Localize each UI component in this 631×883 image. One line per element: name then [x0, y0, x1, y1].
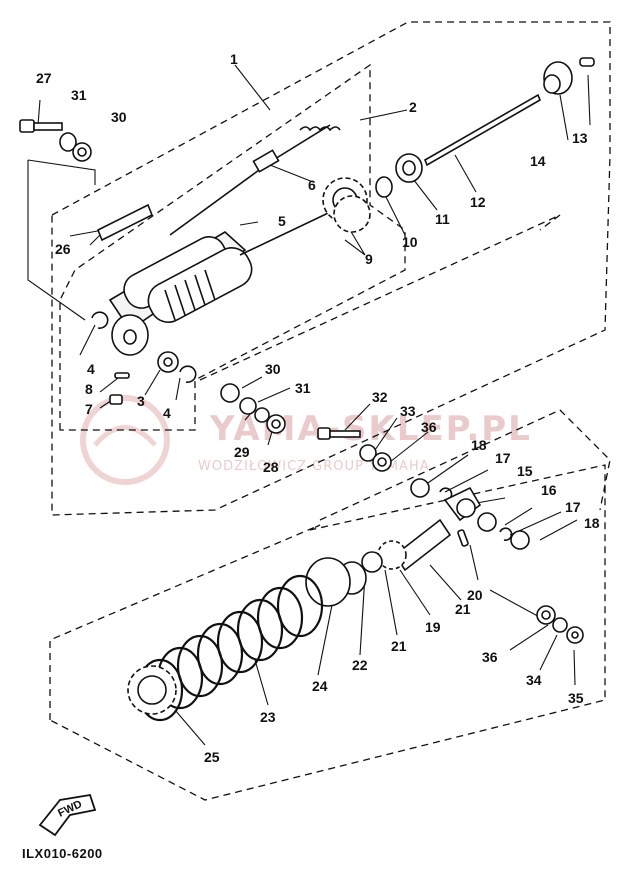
washer-34	[552, 617, 568, 633]
watermark: YAMA-SKLEP.PL WODZIŁOWICZ GROUP YAMAHA	[80, 395, 530, 485]
callout-5: 5	[278, 213, 286, 229]
callout-20: 20	[467, 587, 483, 603]
guide-21	[361, 551, 383, 573]
callout-13: 13	[572, 130, 588, 146]
washer-10	[375, 176, 393, 198]
nut-36-mid	[372, 452, 392, 472]
shock-absorber-assembly	[108, 124, 346, 356]
callout-21-right: 21	[455, 601, 471, 617]
lower-bracket-15	[443, 486, 482, 522]
pin-20	[457, 529, 469, 547]
pin-8	[114, 372, 130, 379]
callout-2: 2	[409, 99, 417, 115]
washer-29	[254, 407, 270, 423]
callout-7: 7	[85, 401, 93, 417]
callout-17-left: 17	[495, 450, 511, 466]
callout-29: 29	[234, 444, 250, 460]
callout-10: 10	[402, 234, 418, 250]
collar-18-right	[510, 530, 530, 550]
washer-30-mid	[220, 383, 240, 403]
callout-6: 6	[308, 177, 316, 193]
callout-11: 11	[435, 211, 450, 227]
callout-9: 9	[365, 251, 373, 267]
leader-lines	[27, 64, 591, 746]
watermark-sub: WODZIŁOWICZ GROUP YAMAHA	[198, 459, 430, 474]
callout-23: 23	[260, 709, 276, 725]
callout-15: 15	[517, 463, 533, 479]
callout-27: 27	[36, 70, 52, 86]
washer-31-top	[59, 132, 77, 152]
nut-36-bottom	[536, 605, 556, 625]
callout-31-top: 31	[71, 87, 87, 103]
callout-33: 33	[400, 403, 416, 419]
callout-17-right: 17	[565, 499, 581, 515]
nut-28	[266, 414, 286, 434]
pin-13	[579, 57, 595, 67]
fwd-arrow-icon: FWD	[38, 793, 97, 837]
bushing-14	[543, 61, 573, 95]
bolt-27	[19, 119, 63, 133]
callout-14: 14	[530, 153, 546, 169]
callout-4-left: 4	[87, 361, 95, 377]
callout-22: 22	[352, 657, 368, 673]
ring-nuts-9	[322, 177, 371, 233]
collar-18-left	[410, 478, 430, 498]
callout-19: 19	[425, 619, 441, 635]
clip-17-right	[499, 527, 513, 541]
callout-16: 16	[541, 482, 557, 498]
callout-numbers: 1 2 3 4 4 5 6 7 8 9 10 11 12 13 14 15 16…	[36, 51, 600, 765]
callout-30-mid: 30	[265, 361, 281, 377]
clip-4-left	[91, 311, 109, 329]
callout-8: 8	[85, 381, 93, 397]
callout-25: 25	[204, 749, 220, 765]
callout-18-right: 18	[584, 515, 600, 531]
clip-4-right	[179, 365, 197, 383]
callout-4-right: 4	[163, 405, 171, 421]
callout-32: 32	[372, 389, 388, 405]
callout-26: 26	[55, 241, 71, 257]
callout-36-bottom: 36	[482, 649, 498, 665]
callout-30-top: 30	[111, 109, 127, 125]
bolt-7	[109, 394, 123, 405]
parts	[19, 57, 595, 722]
callout-34: 34	[526, 672, 542, 688]
washer-31-mid	[239, 397, 257, 415]
callout-3: 3	[137, 393, 145, 409]
adjusting-nut-25	[127, 665, 177, 715]
bushing-16	[477, 512, 497, 532]
callout-36-mid: 36	[421, 419, 437, 435]
callout-31-mid: 31	[295, 380, 311, 396]
spring-seat-19	[377, 518, 452, 572]
washer-33	[359, 444, 377, 462]
callout-12: 12	[470, 194, 486, 210]
callout-28: 28	[263, 459, 279, 475]
nut-35	[566, 626, 584, 644]
part-code: ILX010-6200	[22, 846, 103, 861]
callout-18-left: 18	[471, 437, 487, 453]
collar-3	[157, 351, 179, 373]
spring-guide-24	[305, 557, 351, 607]
callout-1: 1	[230, 51, 238, 67]
pad-26	[96, 203, 154, 242]
callout-35: 35	[568, 690, 584, 706]
callout-24: 24	[312, 678, 328, 694]
group-borders	[49, 21, 611, 801]
bolt-32	[317, 427, 361, 440]
seal-11	[395, 153, 423, 183]
rod-12	[423, 93, 542, 167]
nut-30-top	[72, 142, 92, 162]
callout-21-left: 21	[391, 638, 407, 654]
